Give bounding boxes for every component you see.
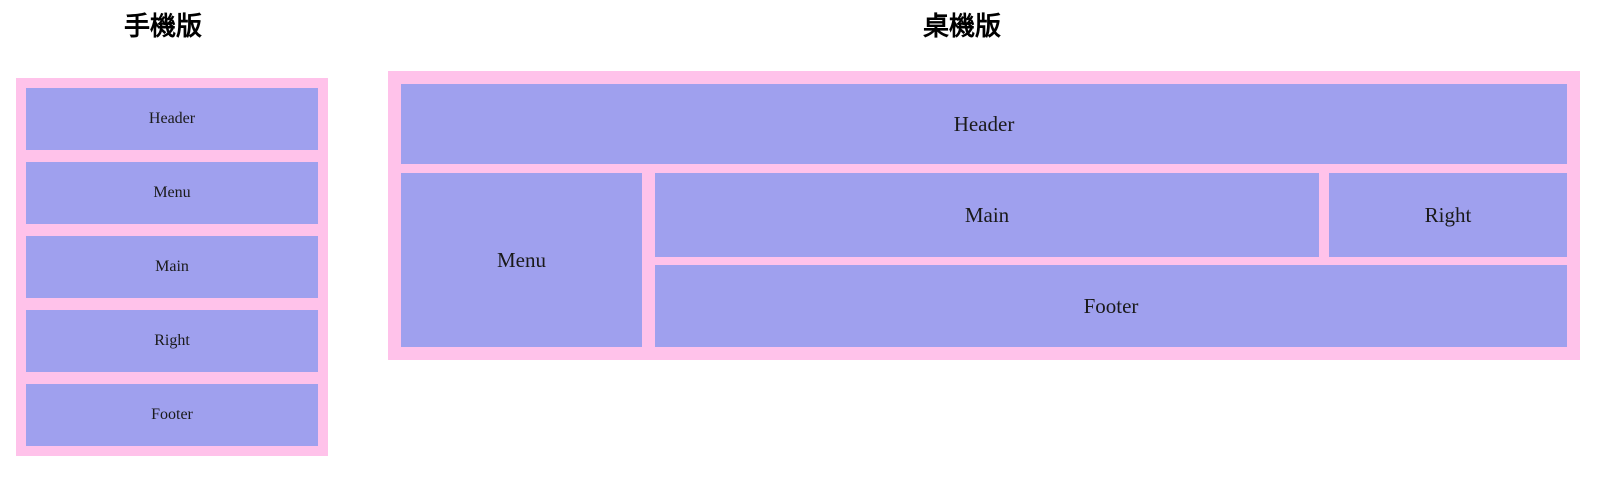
desktop-block-footer: Footer	[655, 265, 1567, 347]
desktop-block-right-label: Right	[1424, 202, 1472, 227]
mobile-block-right-label: Right	[154, 332, 190, 349]
mobile-block-menu-label: Menu	[153, 184, 191, 201]
desktop-block-menu-label: Menu	[497, 247, 546, 272]
desktop-main-row: Main Right	[655, 173, 1567, 257]
desktop-body-row: Menu Main Right Footer	[401, 173, 1567, 347]
mobile-block-main-label: Main	[155, 258, 189, 275]
desktop-block-header-label: Header	[953, 111, 1015, 136]
mobile-layout-wireframe: Header Menu Main Right Footer	[16, 78, 328, 456]
desktop-block-menu: Menu	[401, 173, 642, 347]
desktop-block-right: Right	[1329, 173, 1567, 257]
mobile-block-header: Header	[26, 88, 318, 150]
mobile-block-header-label: Header	[148, 110, 196, 127]
desktop-block-main: Main	[655, 173, 1319, 257]
desktop-content-column: Main Right Footer	[655, 173, 1567, 347]
mobile-block-menu: Menu	[26, 162, 318, 224]
desktop-layout-wireframe: Header Menu Main Right Footer	[388, 71, 1580, 360]
desktop-block-footer-label: Footer	[1083, 293, 1139, 318]
mobile-block-main: Main	[26, 236, 318, 298]
desktop-layout-heading: 桌機版	[923, 12, 1002, 42]
mobile-block-footer: Footer	[26, 384, 318, 446]
desktop-block-main-label: Main	[964, 202, 1010, 227]
desktop-block-header: Header	[401, 84, 1567, 164]
mobile-layout-heading: 手機版	[124, 12, 203, 42]
mobile-block-footer-label: Footer	[151, 406, 193, 423]
mobile-block-right: Right	[26, 310, 318, 372]
